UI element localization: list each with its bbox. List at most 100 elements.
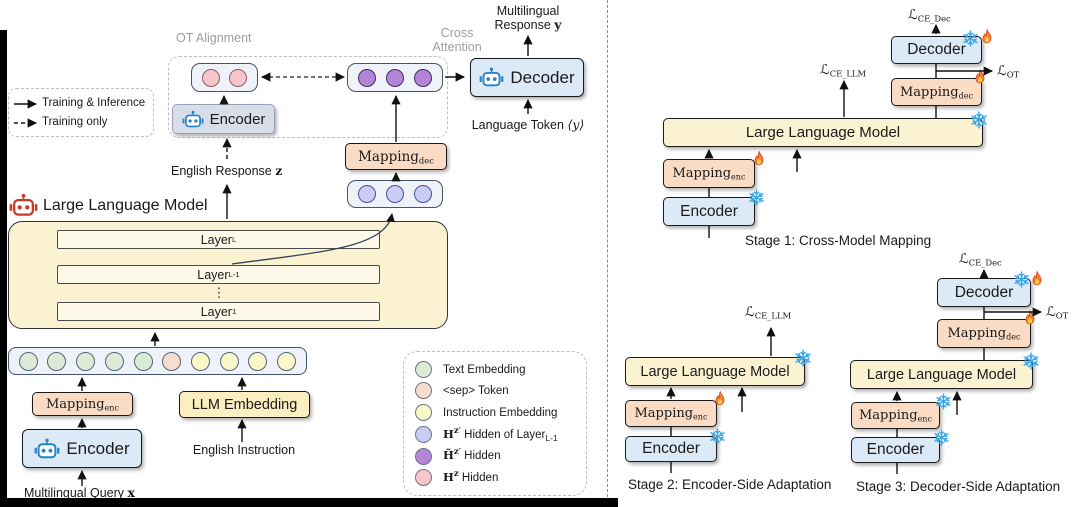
mapping-dec-label: Mappingdec xyxy=(358,148,434,165)
token-circle xyxy=(277,351,297,371)
stage2-mapping-enc-label: Mappingenc xyxy=(634,406,708,422)
robot-icon xyxy=(479,67,504,88)
ot-encoder-box: Encoder xyxy=(172,104,275,134)
stage2-encoder-label: Encoder xyxy=(642,440,700,457)
legend-swatch xyxy=(415,425,432,443)
snowflake-icon xyxy=(970,111,988,129)
fire-icon xyxy=(711,390,729,409)
stage1-decoder-label: Decoder xyxy=(907,41,966,58)
bottom-crop-bar xyxy=(0,498,618,507)
snowflake-icon xyxy=(1022,352,1040,370)
stage3-mapping-dec-box: Mappingdec xyxy=(937,319,1031,348)
stage2-mapping-enc-box: Mappingenc xyxy=(625,400,717,427)
left-crop-bar xyxy=(0,30,7,507)
language-token-label: Language Token ⟨y⟩ xyxy=(471,117,585,132)
token-circle xyxy=(133,351,153,371)
stage2-caption: Stage 2: Encoder-Side Adaptation xyxy=(628,477,832,492)
snowflake-icon xyxy=(709,428,726,445)
stage3-caption: Stage 3: Decoder-Side Adaptation xyxy=(856,479,1061,494)
legend-item: H̃z′ Hidden xyxy=(415,447,586,465)
legend-item: Instruction Embedding xyxy=(415,404,586,422)
mapping-enc-box: Mappingenc xyxy=(32,392,133,416)
legend-swatch xyxy=(415,447,432,465)
stage1-llm-label: Large Language Model xyxy=(745,124,901,141)
llm-embedding-box: LLM Embedding xyxy=(179,391,310,418)
stage1-mapping-dec-box: Mappingdec xyxy=(891,78,982,106)
english-response-label: English Response z xyxy=(171,163,283,178)
stage1-mapping-enc-label: Mappingenc xyxy=(672,166,746,182)
legend-item: Hz Hidden xyxy=(415,469,586,487)
fire-icon xyxy=(1028,270,1046,289)
encoder-label: Encoder xyxy=(66,438,130,458)
fire-icon xyxy=(1021,309,1039,328)
arrow-key-solid-label: Training & Inference xyxy=(42,97,146,109)
multilingual-query-label: Multilingual Query x xyxy=(24,485,135,500)
stage1-encoder-box: Encoder xyxy=(663,197,755,226)
token-circle xyxy=(47,351,67,371)
stage3-encoder-box: Encoder xyxy=(851,437,940,463)
llm-robot-icon xyxy=(9,193,38,218)
encoder-box: Encoder xyxy=(22,429,142,468)
token-circle xyxy=(76,351,96,371)
robot-icon xyxy=(34,438,60,460)
legend-swatch xyxy=(415,404,432,422)
stage1-caption: Stage 1: Cross-Model Mapping xyxy=(745,233,932,248)
ot-alignment-box xyxy=(168,56,448,138)
legend-swatch xyxy=(415,382,432,400)
snowflake-icon xyxy=(794,349,812,367)
legend-swatch xyxy=(415,360,432,378)
token-circle xyxy=(414,68,432,87)
legend-item: Hz′ Hidden of LayerL-1 xyxy=(415,426,586,443)
fire-icon xyxy=(971,68,989,87)
stage1-mapping-enc-box: Mappingenc xyxy=(663,159,755,188)
stage1-loss-ce-llm: ℒCE_LLM xyxy=(820,62,867,79)
legend-item: Text Embedding xyxy=(415,360,586,378)
token-circle xyxy=(248,351,268,371)
token-circle xyxy=(162,351,182,371)
stage1-llm-box: Large Language Model xyxy=(663,118,983,147)
stage2-llm-box: Large Language Model xyxy=(625,357,805,386)
arrow-key-dashed-label: Training only xyxy=(42,116,108,128)
token-circle xyxy=(191,351,211,371)
fire-icon xyxy=(750,150,768,169)
stage2-encoder-box: Encoder xyxy=(625,436,717,462)
stage1-mapping-dec-label: Mappingdec xyxy=(900,84,973,100)
stage3-decoder-box: Decoder xyxy=(937,278,1031,307)
h-tilde-token-row xyxy=(347,63,443,92)
snowflake-icon xyxy=(935,393,952,410)
stage3-loss-ot: ℒOT xyxy=(1046,304,1069,321)
token-circle xyxy=(358,68,376,87)
decoder-box: Decoder xyxy=(470,58,584,97)
hz-token-row xyxy=(191,63,258,92)
snowflake-icon xyxy=(962,30,979,47)
token-circle xyxy=(386,68,404,87)
stage3-loss-ce-dec: ℒCE_Dec xyxy=(959,251,1002,268)
token-circle xyxy=(18,351,38,371)
llm-embedding-label: LLM Embedding xyxy=(191,396,298,413)
token-circle xyxy=(201,68,220,87)
legend-item: <sep> Token xyxy=(415,382,586,400)
hz-prime-token-row xyxy=(347,180,443,208)
stage2-loss-ce-llm: ℒCE_LLM xyxy=(745,304,792,321)
token-circle xyxy=(104,351,124,371)
stage2-llm-label: Large Language Model xyxy=(640,363,790,380)
panel-divider xyxy=(607,0,608,507)
stage1-loss-ot: ℒOT xyxy=(997,63,1020,80)
stage1-encoder-label: Encoder xyxy=(680,202,738,220)
multilingual-response-label: Multilingual Response y xyxy=(494,4,562,32)
fire-icon xyxy=(978,28,996,47)
stage3-llm-box: Large Language Model xyxy=(850,360,1033,389)
ot-encoder-label: Encoder xyxy=(209,110,266,128)
arrow-key-box xyxy=(8,88,154,137)
legend-swatch xyxy=(415,469,432,487)
token-legend-box: Text Embedding <sep> Token Instruction E… xyxy=(403,351,587,496)
token-circle xyxy=(229,68,248,87)
stage3-mapping-dec-label: Mappingdec xyxy=(947,326,1021,342)
english-instruction-label: English Instruction xyxy=(192,443,296,457)
layer-ellipsis: ⋮ xyxy=(212,285,226,300)
token-circle xyxy=(358,185,376,203)
